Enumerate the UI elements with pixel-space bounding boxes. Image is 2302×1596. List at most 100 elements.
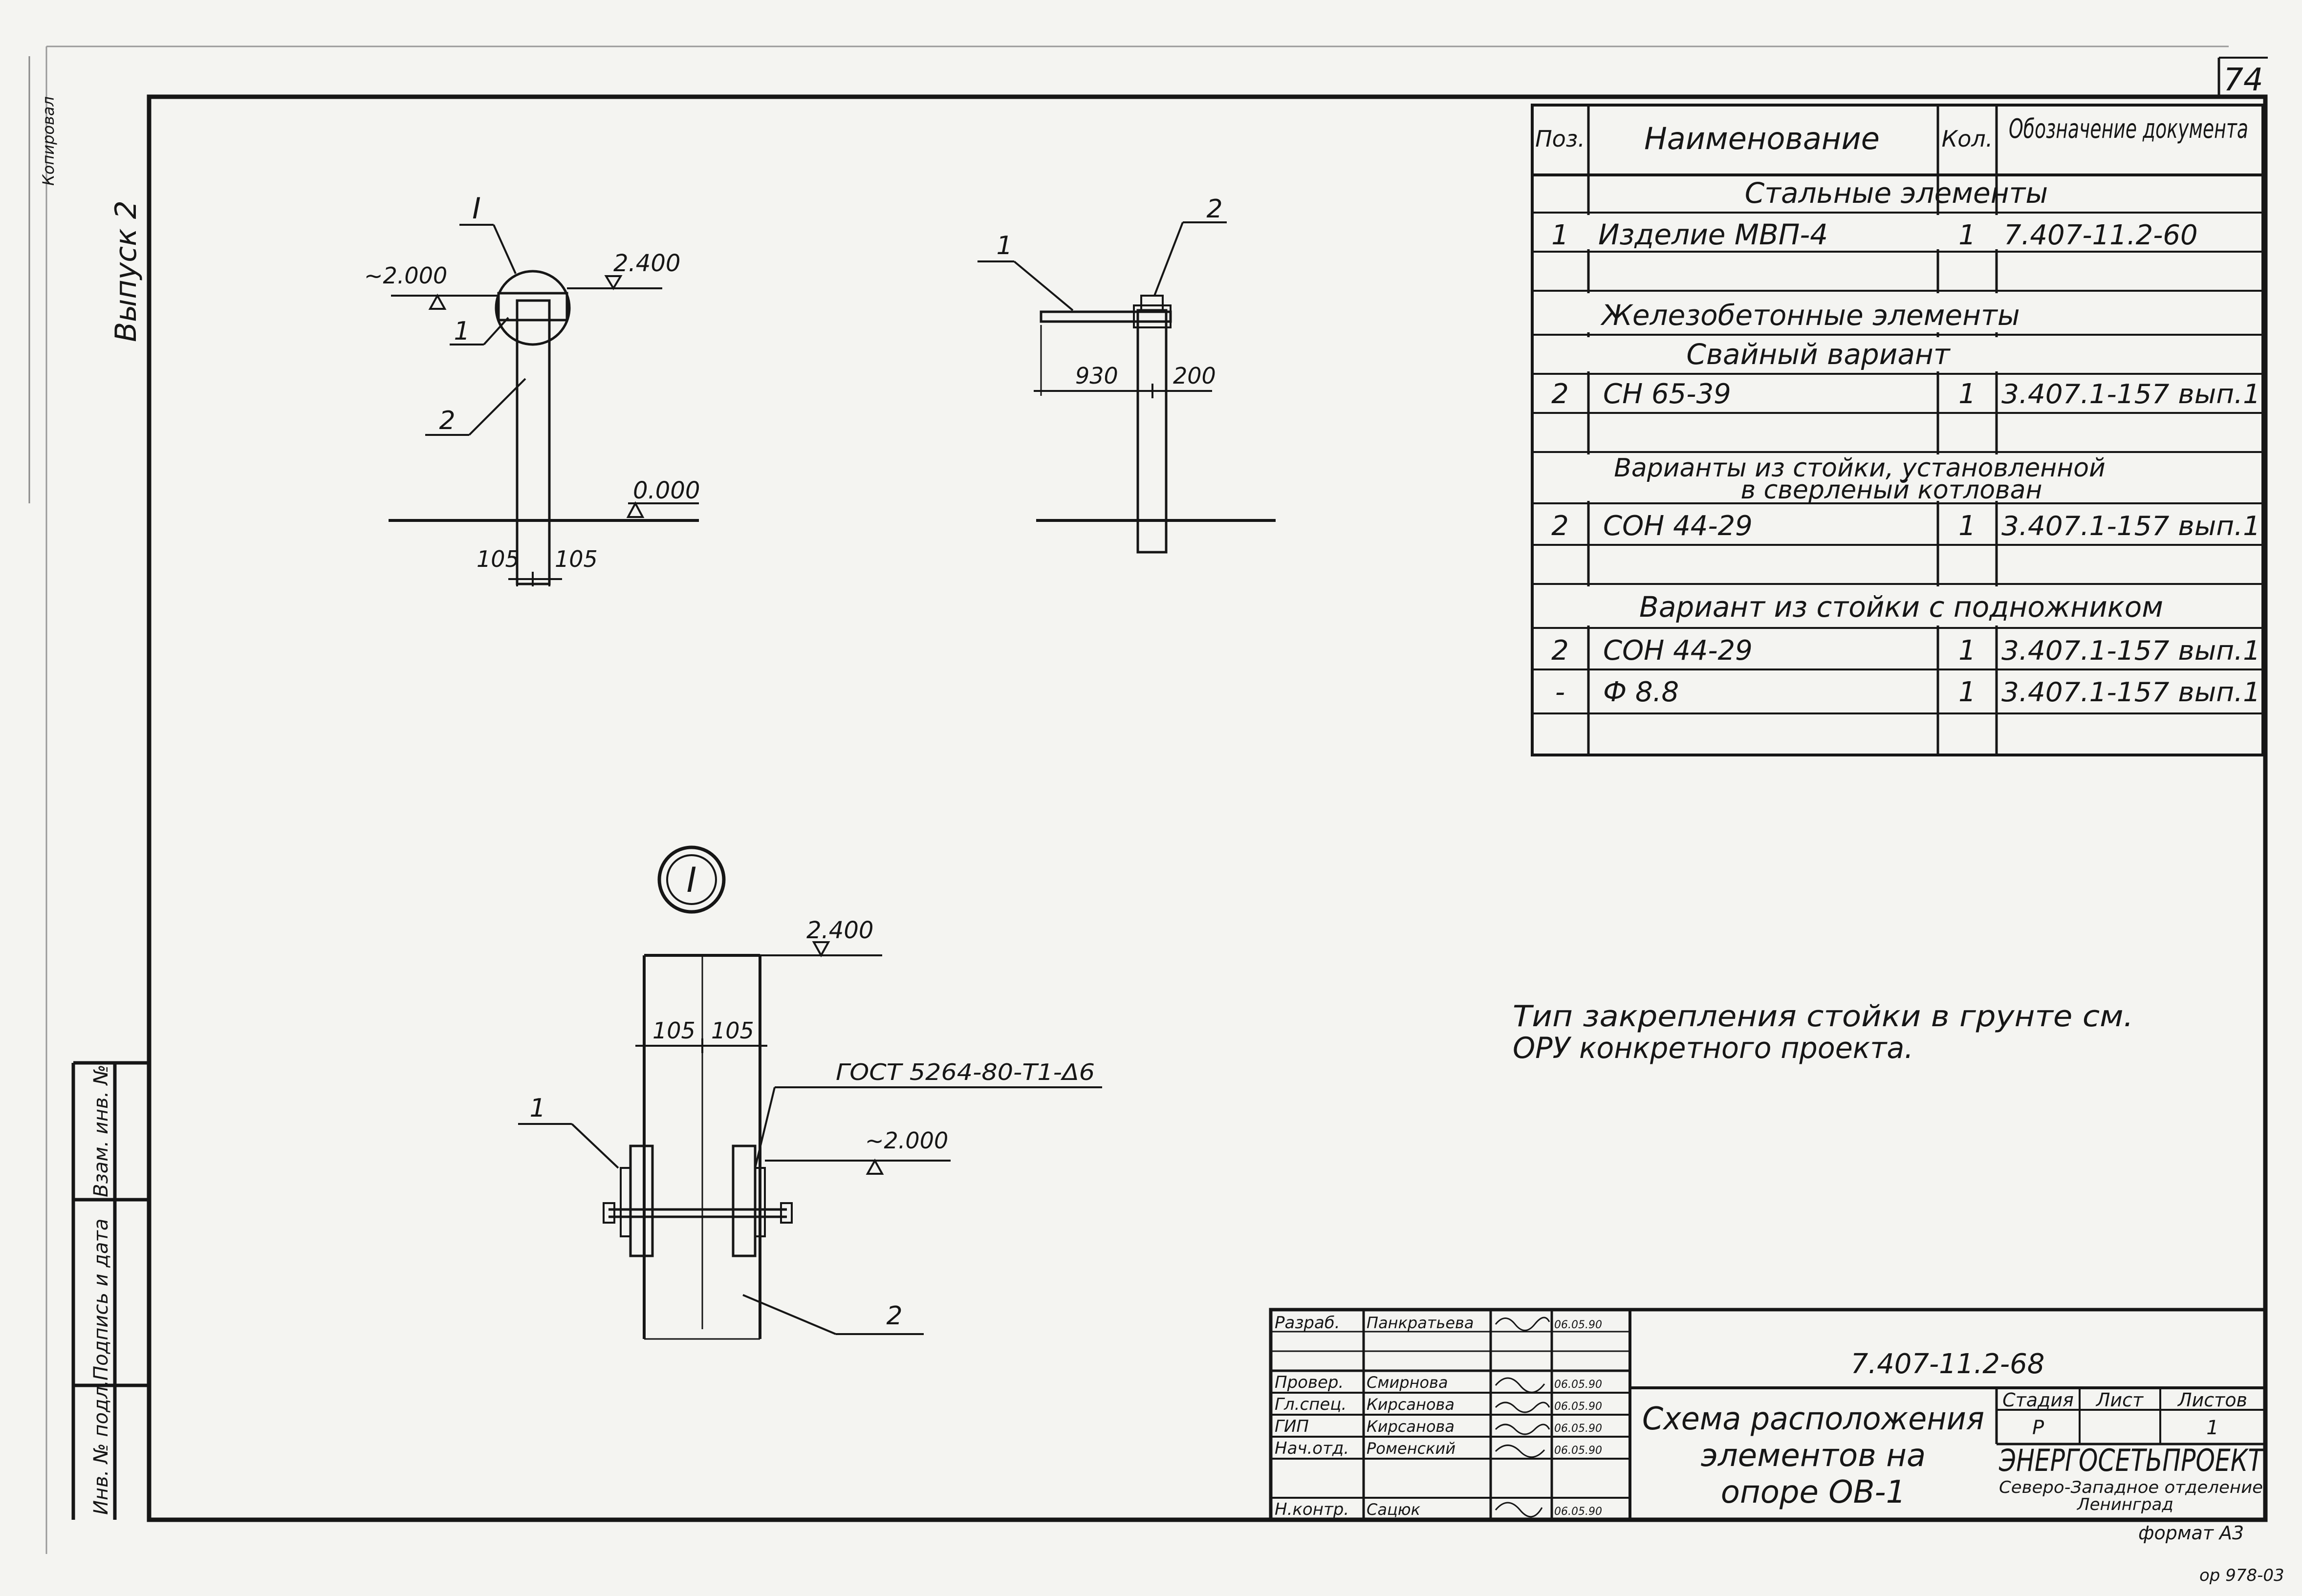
staff-role: Разраб. (1275, 1313, 1340, 1333)
sheet-frame (45, 45, 2268, 1554)
row-1-name: Изделие МВП-4 (1598, 218, 1828, 251)
detail-pos-1: 1 (529, 1094, 545, 1123)
header-doc: Обозначение документа (2009, 113, 2248, 144)
row-3-name: СОН 44-29 (1603, 510, 1753, 542)
staff-name: Сацюк (1367, 1500, 1421, 1519)
title-line-2: элементов на (1701, 1438, 1926, 1474)
stage-header: Стадия (2002, 1389, 2074, 1411)
signature (1495, 1445, 1545, 1458)
issue-label: Выпуск 2 (109, 200, 143, 342)
staff-role: Нач.отд. (1275, 1439, 1349, 1458)
detail-level-mid: ~2.000 (865, 1127, 948, 1154)
side-dim-arm: 930 (1075, 363, 1118, 389)
row-2-name: СН 65-39 (1603, 378, 1731, 410)
staff-role: Гл.спец. (1275, 1395, 1346, 1414)
row-3-pos: 2 (1551, 510, 1569, 542)
side-view: 1 2 930 200 (977, 194, 1276, 554)
staff-name: Смирнова (1367, 1373, 1448, 1392)
front-pos-2: 2 (439, 406, 455, 435)
staff-name: Кирсанова (1367, 1417, 1455, 1436)
row-4-doc: 3.407.1-157 вып.1 (2001, 635, 2260, 666)
row-2-doc: 3.407.1-157 вып.1 (2001, 379, 2260, 410)
staff-role: ГИП (1275, 1417, 1309, 1436)
front-callout: I (472, 192, 481, 226)
title-line-1: Схема расположения (1642, 1401, 1984, 1437)
section-steel: Стальные элементы (1745, 176, 2048, 210)
staff-date: 06.05.90 (1554, 1506, 1602, 1518)
staff-name: Панкратьева (1367, 1314, 1474, 1332)
signature (1495, 1423, 1550, 1435)
subsection-drilled-1: Варианты из стойки, установленной (1614, 453, 2106, 483)
format-label: формат А3 (2138, 1522, 2244, 1544)
sheets-header: Листов (2177, 1389, 2247, 1411)
staff-name: Кирсанова (1367, 1395, 1455, 1414)
org-name: ЭНЕРГОСЕТЬПРОЕКТ (1998, 1443, 2264, 1478)
spec-table: Поз. Наименование Кол. Обозначение докум… (1531, 104, 2264, 756)
corner-code: ор 978-03 (2199, 1566, 2284, 1585)
detail-pos-2: 2 (886, 1301, 902, 1331)
signature (1495, 1377, 1545, 1393)
front-dim-left: 105 (477, 546, 520, 572)
signature (1495, 1502, 1543, 1518)
note-line-1: Тип закрепления стойки в грунте см. (1513, 999, 2133, 1034)
front-dim-right: 105 (555, 546, 598, 572)
detail-title: I (687, 860, 697, 900)
detail-dim-left: 105 (652, 1017, 695, 1044)
subsection-pile: Свайный вариант (1686, 338, 1951, 371)
staff-date: 06.05.90 (1554, 1319, 1602, 1331)
subsection-footing: Вариант из стойки с подножником (1639, 590, 2163, 624)
section-concrete: Железобетонные элементы (1600, 299, 2020, 332)
header-name: Наименование (1644, 121, 1880, 156)
staff-date: 06.05.90 (1554, 1401, 1602, 1413)
org-city: Ленинград (2076, 1495, 2173, 1514)
row-2-pos: 2 (1551, 378, 1569, 410)
row-4-name: СОН 44-29 (1603, 635, 1753, 667)
row-5-pos: - (1555, 676, 1565, 708)
side-pos-2: 2 (1206, 194, 1222, 224)
row-3-qty: 1 (1958, 510, 1976, 542)
staff-role: Провер. (1275, 1373, 1344, 1392)
front-level-ground: 0.000 (633, 477, 700, 504)
side-dim-post: 200 (1173, 363, 1216, 389)
org-division: Северо-Западное отделение (1999, 1478, 2263, 1497)
title-line-3: опоре ОВ-1 (1721, 1474, 1906, 1510)
row-3-doc: 3.407.1-157 вып.1 (2001, 511, 2260, 541)
staff-date: 06.05.90 (1554, 1445, 1602, 1457)
sheet-header: Лист (2095, 1389, 2144, 1411)
stamp-orig-inv: Инв. № подл. (90, 1380, 112, 1515)
row-2-qty: 1 (1958, 378, 1976, 410)
staff-name: Роменский (1367, 1439, 1455, 1458)
row-1-doc: 7.407-11.2-60 (2004, 219, 2198, 251)
header-qty: Кол. (1942, 126, 1993, 152)
front-level-top: 2.400 (613, 250, 680, 277)
front-view: I 2.400 ~2.000 1 2 0.000 105 105 (364, 192, 700, 586)
detail-view: I 2.400 105 105 ГОСТ 5264-80-Т1-Δ6 ~2.00… (518, 845, 1102, 1340)
doc-code: 7.407-11.2-68 (1851, 1348, 2045, 1380)
subsection-drilled-2: в сверленый котлован (1740, 475, 2042, 505)
copied-by-label: Копировал (39, 96, 58, 186)
note-line-2: ОРУ конкретного проекта. (1513, 1031, 1913, 1065)
row-5-doc: 3.407.1-157 вып.1 (2001, 677, 2260, 708)
row-1-qty: 1 (1958, 219, 1976, 251)
row-5-qty: 1 (1958, 676, 1976, 708)
staff-role: Н.контр. (1275, 1500, 1349, 1519)
signature (1495, 1402, 1550, 1413)
sheets-value: 1 (2206, 1417, 2218, 1439)
front-pos-1: 1 (454, 317, 470, 346)
left-margin-strip: Взам. инв. № Подпись и дата Инв. № подл.… (28, 56, 149, 1520)
title-block: 7.407-11.2-68 Схема расположения элемент… (1269, 1308, 2267, 1522)
row-4-pos: 2 (1551, 635, 1569, 667)
staff-date: 06.05.90 (1554, 1379, 1602, 1391)
stage-value: Р (2032, 1417, 2044, 1439)
header-pos: Поз. (1535, 126, 1585, 152)
weld-spec: ГОСТ 5264-80-Т1-Δ6 (836, 1059, 1095, 1085)
side-pos-1: 1 (996, 231, 1012, 260)
stamp-replace-inv: Взам. инв. № (90, 1064, 112, 1197)
row-5-name: Ф 8.8 (1603, 676, 1679, 708)
signature (1495, 1316, 1550, 1331)
staff-date: 06.05.90 (1554, 1423, 1602, 1435)
front-level-mid: ~2.000 (364, 262, 447, 289)
row-1-pos: 1 (1551, 219, 1569, 251)
row-4-qty: 1 (1958, 635, 1976, 667)
